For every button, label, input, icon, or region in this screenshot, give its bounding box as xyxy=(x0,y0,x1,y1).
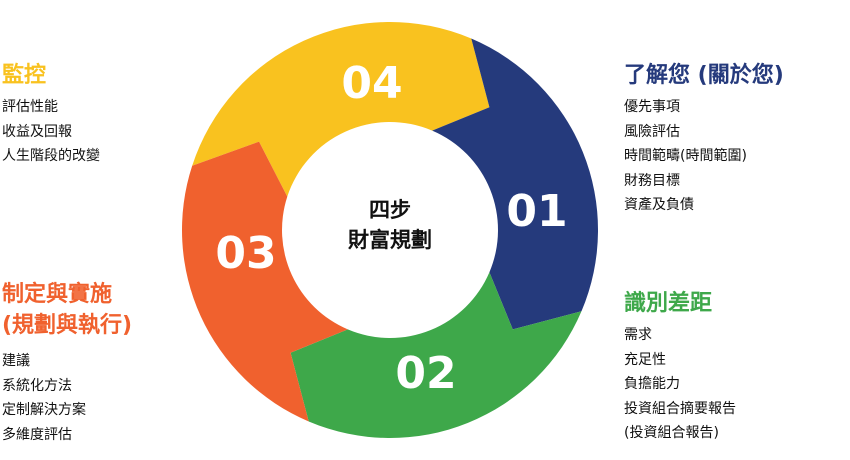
step-03-heading-line-2: (規劃與執行) xyxy=(2,313,133,338)
step-02-heading: 識別差距 xyxy=(624,291,713,316)
step-02-panel: 識別差距 需求 充足性 負擔能力 投資組合摘要報告 (投資組合報告) xyxy=(624,290,736,446)
step-03-heading: 制定與實施 (規劃與執行) xyxy=(2,279,132,341)
step-01-number: 01 xyxy=(506,186,567,237)
step-01-segment xyxy=(432,38,599,330)
step-01-heading: 了解您 (關於您) xyxy=(624,63,784,88)
step-02-segment xyxy=(290,272,582,439)
step-01-item: 財務目標 xyxy=(624,172,680,189)
step-04-panel: 監控 評估性能 收益及回報 人生階段的改變 xyxy=(2,62,100,169)
step-03-item: 建議 xyxy=(2,353,30,369)
step-04-segment xyxy=(192,21,490,197)
step-01-item: 資產及負債 xyxy=(624,197,694,213)
step-02-item: (投資組合報告) xyxy=(624,425,719,441)
step-02-item: 負擔能力 xyxy=(624,376,680,392)
step-01-item: 風險評估 xyxy=(624,123,680,140)
center-circle xyxy=(304,144,476,316)
center-title: 四步 財富規劃 xyxy=(330,195,450,255)
step-03-heading-line-1: 制定與實施 xyxy=(2,282,113,307)
step-02-item: 需求 xyxy=(624,327,652,343)
center-title-line-1: 四步 xyxy=(369,198,411,222)
step-03-items: 建議 系統化方法 定制解決方案 多維度評估 xyxy=(2,349,132,447)
step-01-item: 時間範疇(時間範圍) xyxy=(624,148,747,164)
step-01-item: 優先事項 xyxy=(624,99,680,115)
step-01-panel: 了解您 (關於您) 優先事項 風險評估 時間範疇(時間範圍) 財務目標 資產及負… xyxy=(624,62,784,218)
step-03-segment xyxy=(181,141,348,422)
step-03-item: 系統化方法 xyxy=(2,377,72,394)
step-02-items: 需求 充足性 負擔能力 投資組合摘要報告 (投資組合報告) xyxy=(624,323,736,446)
step-02-item: 投資組合摘要報告 xyxy=(624,400,736,417)
step-04-item: 人生階段的改變 xyxy=(2,148,100,164)
step-03-number: 03 xyxy=(215,228,276,279)
step-03-item: 多維度評估 xyxy=(2,426,72,443)
step-02-number: 02 xyxy=(395,348,456,399)
step-03-item: 定制解決方案 xyxy=(2,402,86,418)
center-title-line-2: 財富規劃 xyxy=(348,228,432,252)
step-03-panel: 制定與實施 (規劃與執行) 建議 系統化方法 定制解決方案 多維度評估 xyxy=(2,279,132,447)
step-02-item: 充足性 xyxy=(624,351,666,368)
step-01-items: 優先事項 風險評估 時間範疇(時間範圍) 財務目標 資產及負債 xyxy=(624,95,784,218)
step-04-number: 04 xyxy=(341,58,402,109)
step-04-items: 評估性能 收益及回報 人生階段的改變 xyxy=(2,95,100,169)
step-04-item: 評估性能 xyxy=(2,99,58,115)
step-04-heading: 監控 xyxy=(2,63,47,88)
step-04-item: 收益及回報 xyxy=(2,123,72,140)
